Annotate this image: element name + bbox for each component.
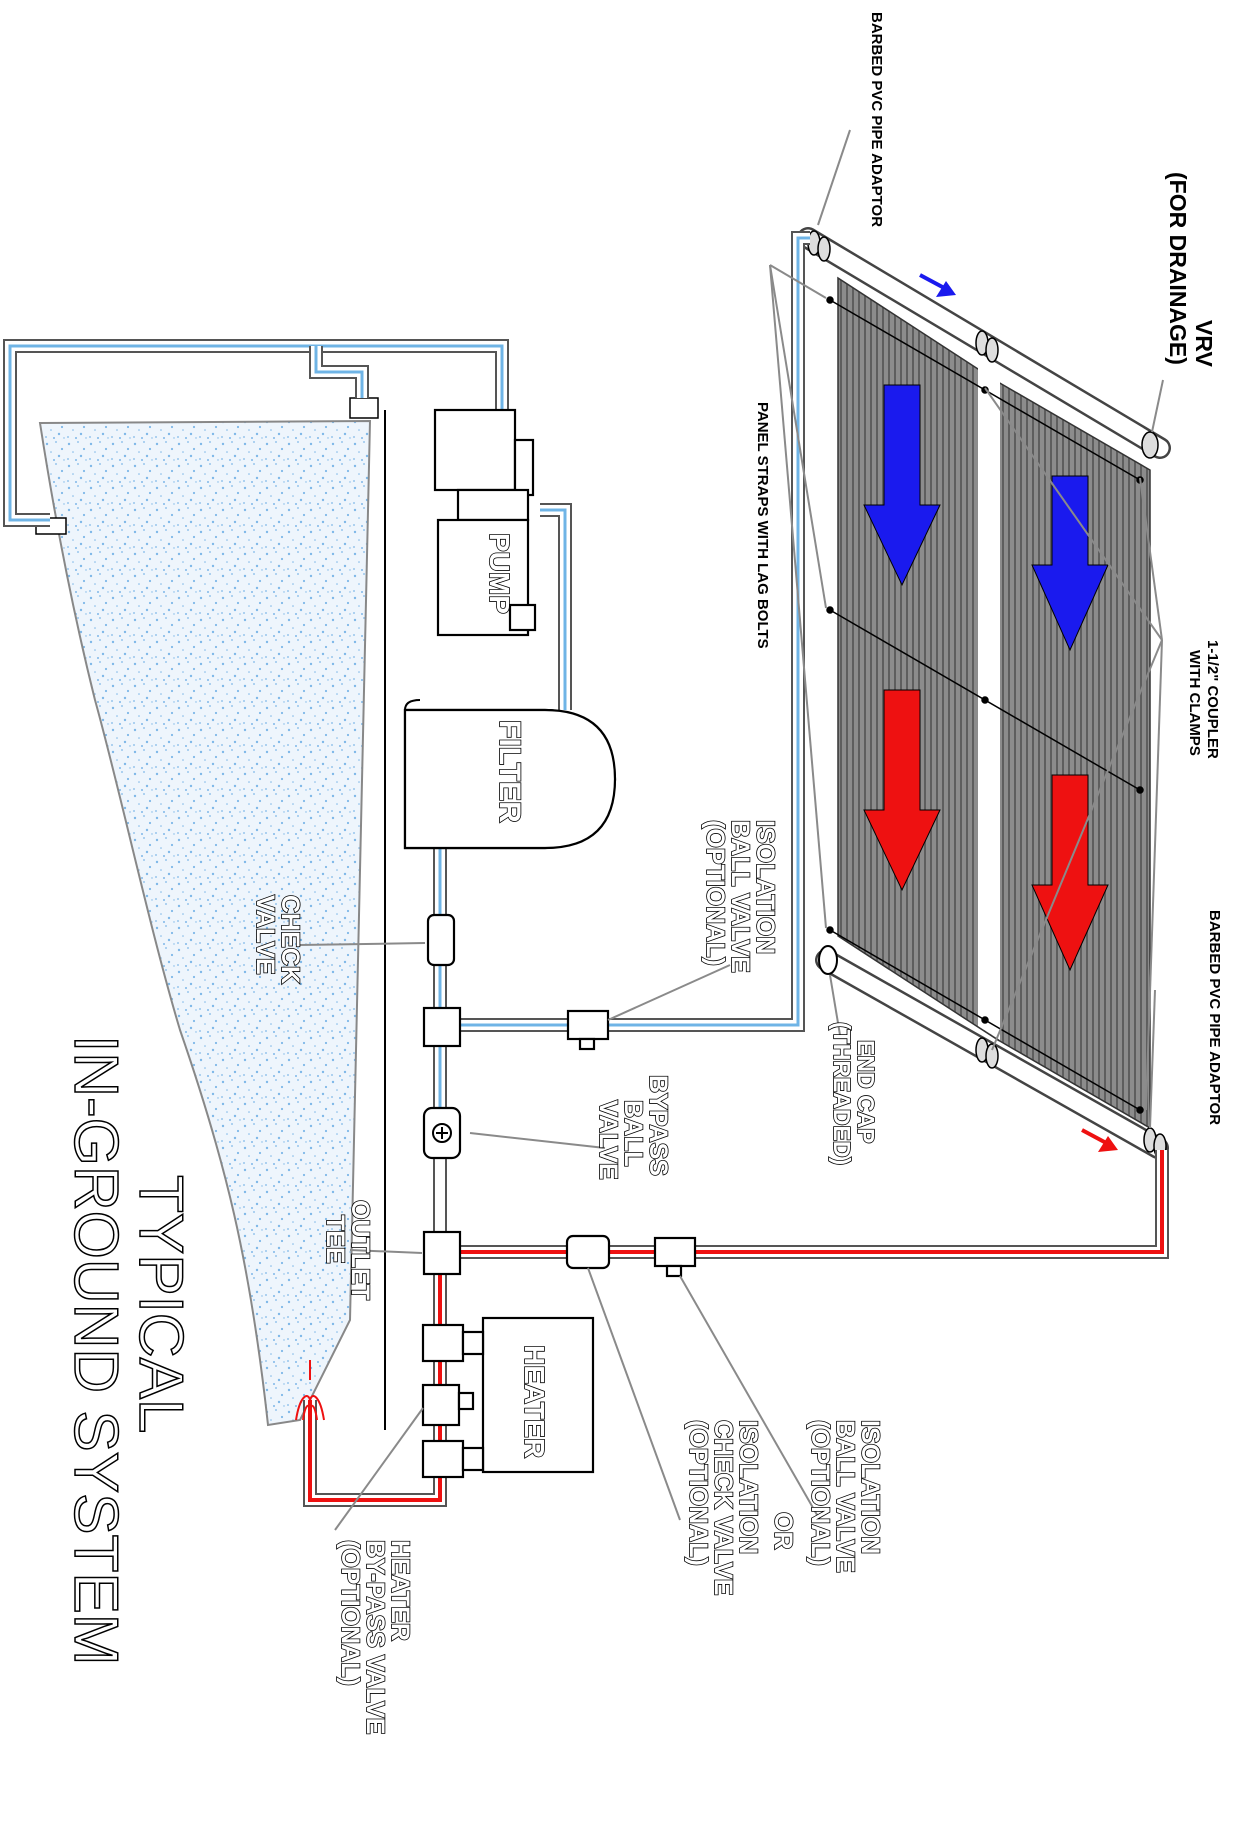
heater-label: HEATER bbox=[519, 1345, 550, 1458]
svg-text:OUTLET: OUTLET bbox=[346, 1200, 374, 1300]
cold-flow-arrows bbox=[863, 384, 1109, 652]
isolation-lower-label: ISOLATION BALL VALVE (OPTIONAL) OR ISOLA… bbox=[683, 1419, 885, 1596]
svg-text:ISOLATION: ISOLATION bbox=[734, 1420, 762, 1554]
svg-text:1-1/2" COUPLER: 1-1/2" COUPLER bbox=[1204, 640, 1221, 759]
skimmer bbox=[349, 397, 379, 419]
svg-text:(OPTIONAL): (OPTIONAL) bbox=[684, 1420, 712, 1566]
diagram-title: TYPICAL IN-GROUND SYSTEM bbox=[60, 1034, 196, 1666]
svg-text:VRV: VRV bbox=[1191, 320, 1217, 368]
svg-text:BALL VALVE: BALL VALVE bbox=[726, 820, 754, 973]
pump-label: PUMP bbox=[484, 533, 515, 614]
bypass-ball-valve bbox=[422, 1106, 462, 1160]
leader-lines bbox=[299, 129, 1164, 1531]
suction-piping bbox=[3, 339, 509, 527]
svg-text:ISOLATION: ISOLATION bbox=[856, 1420, 884, 1554]
svg-text:BYPASS: BYPASS bbox=[644, 1075, 672, 1176]
svg-text:BY-PASS VALVE: BY-PASS VALVE bbox=[361, 1540, 389, 1734]
svg-text:VALVE: VALVE bbox=[594, 1100, 622, 1180]
vrv-label: VRV (FOR DRAINAGE) bbox=[1165, 172, 1217, 368]
bypass-ball-valve-label: BYPASS BALL VALVE bbox=[593, 1074, 673, 1180]
pool-water bbox=[38, 419, 372, 1427]
pump: PUMP bbox=[433, 408, 537, 637]
end-cap bbox=[818, 945, 838, 975]
coupler-label: 1-1/2" COUPLER WITH CLAMPS bbox=[1186, 640, 1221, 759]
filter: FILTER bbox=[403, 699, 617, 850]
isolation-ball-valve-upper bbox=[566, 1009, 610, 1051]
pump-to-filter-pipe bbox=[540, 503, 572, 710]
svg-text:(OPTIONAL): (OPTIONAL) bbox=[701, 820, 729, 966]
svg-text:(OPTIONAL): (OPTIONAL) bbox=[336, 1540, 364, 1686]
svg-text:(OPTIONAL): (OPTIONAL) bbox=[806, 1420, 834, 1566]
outlet-tee bbox=[422, 1230, 462, 1276]
pool-return-pipe bbox=[303, 1252, 447, 1507]
vrv-fitting bbox=[1141, 431, 1159, 459]
svg-text:BALL: BALL bbox=[619, 1100, 647, 1167]
return-jet bbox=[295, 1360, 325, 1421]
end-cap-label: END CAP (THREADED) bbox=[828, 1021, 880, 1166]
coupler-bottom bbox=[975, 1037, 999, 1069]
check-valve-label: CHECK VALVE bbox=[250, 894, 305, 985]
title-line2: IN-GROUND SYSTEM bbox=[61, 1035, 130, 1665]
svg-text:(FOR DRAINAGE): (FOR DRAINAGE) bbox=[1165, 172, 1191, 365]
heater-bypass-label: HEATER BY-PASS VALVE (OPTIONAL) bbox=[335, 1539, 415, 1735]
solar-return-pipe bbox=[440, 1150, 1169, 1259]
hot-flow-arrows bbox=[863, 689, 1109, 972]
outlet-direction-arrow bbox=[1081, 1128, 1118, 1152]
solar-supply-pipe bbox=[440, 231, 810, 1032]
svg-text:OR: OR bbox=[769, 1512, 797, 1550]
svg-text:ISOLATION: ISOLATION bbox=[751, 820, 779, 954]
svg-text:(THREADED): (THREADED) bbox=[829, 1022, 855, 1165]
svg-text:BALL VALVE: BALL VALVE bbox=[831, 1420, 859, 1573]
check-valve bbox=[426, 913, 456, 967]
svg-text:CHECK VALVE: CHECK VALVE bbox=[709, 1420, 737, 1595]
svg-text:WITH CLAMPS: WITH CLAMPS bbox=[1186, 650, 1203, 756]
svg-text:VALVE: VALVE bbox=[251, 895, 279, 975]
panel-straps bbox=[826, 296, 1144, 1114]
panel-straps-label: PANEL STRAPS WITH LAG BOLTS bbox=[754, 402, 771, 649]
svg-text:CHECK: CHECK bbox=[276, 895, 304, 984]
heater: HEATER bbox=[421, 1316, 595, 1479]
inlet-direction-arrow bbox=[919, 273, 956, 297]
svg-text:HEATER: HEATER bbox=[386, 1540, 414, 1641]
solar-supply-tee bbox=[422, 1006, 462, 1048]
solar-panels bbox=[797, 227, 1171, 1159]
title-line1: TYPICAL bbox=[126, 1175, 195, 1433]
barbed-adaptor-bottom-label: BARBED PVC PIPE ADAPTOR bbox=[1206, 910, 1223, 1125]
barbed-adaptor-top-label: BARBED PVC PIPE ADAPTOR bbox=[868, 12, 885, 227]
coupler-top bbox=[975, 330, 999, 363]
svg-text:END CAP: END CAP bbox=[853, 1040, 879, 1144]
svg-text:TEE: TEE bbox=[321, 1215, 349, 1264]
isolation-ball-valve-upper-label: ISOLATION BALL VALVE (OPTIONAL) bbox=[700, 819, 780, 973]
isolation-ball-valve-lower bbox=[653, 1236, 697, 1278]
outlet-tee-label: OUTLET TEE bbox=[320, 1199, 375, 1301]
barbed-adaptor-top-fitting bbox=[807, 230, 831, 262]
isolation-check-valve bbox=[565, 1234, 611, 1270]
filter-label: FILTER bbox=[493, 720, 526, 823]
